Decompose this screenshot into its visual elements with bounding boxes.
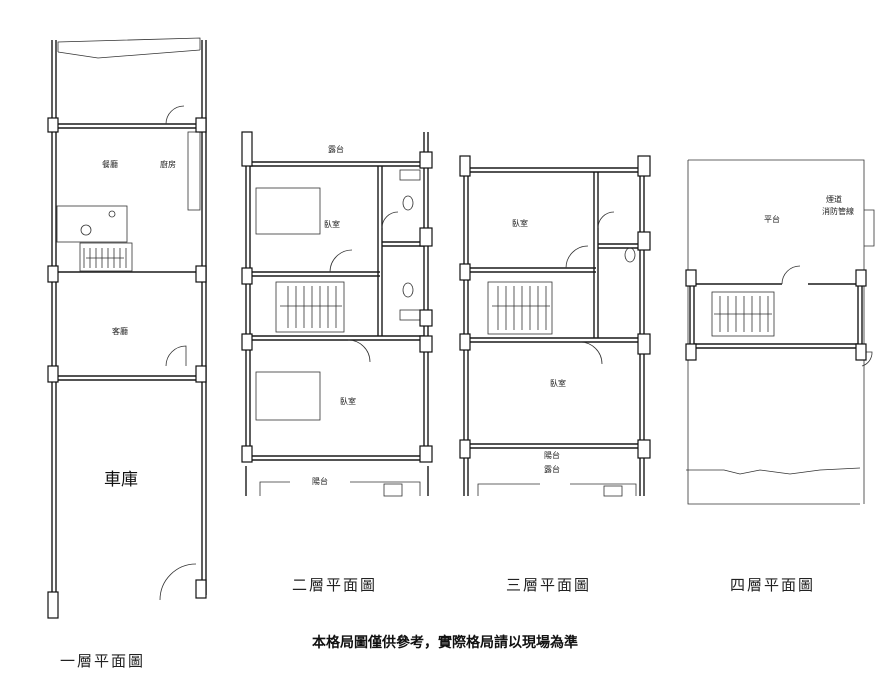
f2-balcony-top-label: 露台 xyxy=(328,144,344,154)
f3-bedroom-b-label: 臥室 xyxy=(550,378,566,388)
floor1-plan: 餐廳 廚房 客廳 車庫 一層平面圖 xyxy=(47,37,207,670)
f1-living-label: 客廳 xyxy=(112,326,128,336)
f1-garage-label: 車庫 xyxy=(104,470,138,490)
disclaimer-note: 本格局圖僅供參考，實際格局請以現場為準 xyxy=(312,635,578,651)
f3-bedroom-a-label: 臥室 xyxy=(512,218,528,228)
f2-bedroom-a-label: 臥室 xyxy=(324,219,340,229)
f4-pipe-2-label: 消防管線 xyxy=(822,206,854,216)
f4-pipe-1-label: 煙道 xyxy=(826,194,842,204)
f3-balcony-label: 陽台 xyxy=(544,450,560,460)
floor4-plan: 平台 煙道 消防管線 四層平面圖 xyxy=(685,159,875,594)
f2-title: 二層平面圖 xyxy=(292,576,377,594)
floor3-plan: 臥室 臥室 陽台 露台 三層平面圖 xyxy=(459,155,651,594)
f4-title: 四層平面圖 xyxy=(730,576,815,594)
f1-title: 一層平面圖 xyxy=(60,652,145,670)
f3-terrace-label: 露台 xyxy=(544,464,560,474)
f3-title: 三層平面圖 xyxy=(506,576,591,594)
f2-balcony-bottom-label: 陽台 xyxy=(312,476,328,486)
f2-bedroom-b-label: 臥室 xyxy=(340,396,356,406)
f1-dining-label: 餐廳 xyxy=(102,159,118,169)
f1-kitchen-label: 廚房 xyxy=(160,159,176,169)
f4-platform-label: 平台 xyxy=(764,214,780,224)
floor2-plan: 露台 臥室 臥室 陽台 二層平面圖 xyxy=(241,131,433,594)
